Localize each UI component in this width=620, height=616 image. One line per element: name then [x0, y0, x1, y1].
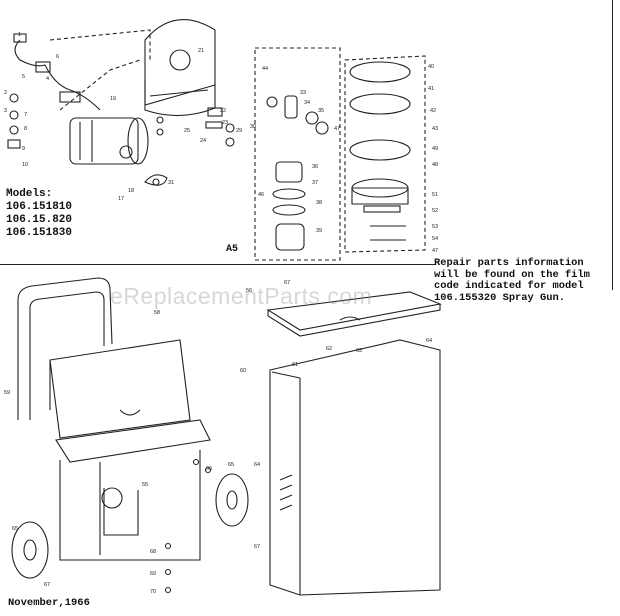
model-number: 106.151810	[6, 201, 73, 213]
repair-note-line: will be found on the film	[434, 268, 590, 281]
svg-text:62: 62	[326, 346, 332, 352]
motor	[69, 117, 149, 165]
svg-text:36: 36	[312, 164, 318, 170]
model-number: 106.151830	[6, 227, 73, 239]
svg-text:56: 56	[246, 288, 252, 294]
repair-note: Repair parts information will be found o…	[434, 257, 616, 304]
watermark: eReplacementParts.com	[110, 283, 373, 309]
svg-text:29: 29	[236, 128, 242, 134]
svg-text:67: 67	[284, 280, 290, 286]
svg-text:7: 7	[24, 112, 27, 118]
cart-tray	[49, 339, 211, 463]
svg-text:51: 51	[432, 192, 438, 198]
repair-note-line: 106.155320 Spray Gun.	[434, 291, 565, 304]
svg-text:48: 48	[432, 162, 438, 168]
svg-text:1: 1	[18, 32, 21, 38]
svg-text:47: 47	[432, 248, 438, 254]
power-cord	[14, 39, 101, 111]
svg-text:49: 49	[432, 146, 438, 152]
svg-text:6: 6	[56, 54, 59, 60]
repair-note-line: Repair parts information	[434, 257, 584, 269]
cabinet-lid	[266, 291, 442, 337]
svg-text:21: 21	[198, 48, 204, 54]
document-date: November,1966	[8, 597, 90, 609]
svg-text:66: 66	[206, 466, 212, 472]
svg-text:43: 43	[432, 126, 438, 132]
section-divider	[0, 264, 436, 265]
cylinder-stack	[266, 95, 329, 251]
svg-text:10: 10	[22, 162, 28, 168]
svg-text:67: 67	[254, 544, 260, 550]
svg-text:35: 35	[318, 108, 324, 114]
model-number: 106.15.820	[6, 214, 73, 226]
svg-text:5: 5	[22, 74, 25, 80]
svg-text:59: 59	[4, 390, 10, 396]
plug	[13, 33, 27, 43]
svg-text:23: 23	[222, 120, 228, 126]
svg-text:68: 68	[150, 549, 156, 555]
svg-text:65: 65	[12, 526, 18, 532]
svg-text:19: 19	[110, 96, 116, 102]
svg-text:65: 65	[228, 462, 234, 468]
svg-text:42: 42	[430, 108, 436, 114]
svg-text:22: 22	[220, 108, 226, 114]
svg-text:61: 61	[292, 362, 298, 368]
svg-text:40: 40	[428, 64, 434, 70]
svg-text:69: 69	[150, 571, 156, 577]
svg-text:39: 39	[316, 228, 322, 234]
svg-text:30: 30	[250, 124, 256, 130]
switch-box	[35, 61, 51, 73]
svg-text:17: 17	[118, 196, 124, 202]
svg-text:46: 46	[258, 192, 264, 198]
svg-text:53: 53	[432, 224, 438, 230]
svg-text:60: 60	[240, 368, 246, 374]
svg-text:18: 18	[128, 188, 134, 194]
svg-text:41: 41	[428, 86, 434, 92]
wheel-right	[215, 473, 249, 527]
svg-text:4: 4	[46, 76, 49, 82]
svg-text:2: 2	[4, 90, 7, 96]
svg-text:47: 47	[334, 126, 340, 132]
right-edge-line	[612, 0, 613, 290]
svg-text:37: 37	[312, 180, 318, 186]
svg-text:24: 24	[200, 138, 206, 144]
svg-text:58: 58	[154, 310, 160, 316]
svg-text:34: 34	[304, 100, 310, 106]
svg-text:63: 63	[356, 348, 362, 354]
models-heading: Models:	[6, 188, 53, 200]
wheel-left	[11, 521, 49, 579]
svg-text:55: 55	[142, 482, 148, 488]
fan-blade	[144, 174, 168, 186]
svg-text:8: 8	[24, 126, 27, 132]
svg-text:44: 44	[262, 66, 268, 72]
svg-text:31: 31	[168, 180, 174, 186]
svg-text:9: 9	[22, 146, 25, 152]
svg-text:64: 64	[254, 462, 260, 468]
svg-text:3: 3	[4, 108, 7, 114]
svg-text:54: 54	[432, 236, 438, 242]
svg-text:38: 38	[316, 200, 322, 206]
cart-handle	[17, 277, 113, 420]
disc-stack	[349, 61, 411, 241]
repair-note-line: code indicated for model	[434, 280, 584, 292]
svg-text:70: 70	[150, 589, 156, 595]
housing	[144, 19, 216, 117]
svg-text:52: 52	[432, 208, 438, 214]
figure-label: A5	[226, 244, 239, 255]
models-list: Models: 106.151810 106.15.820 106.151830	[6, 188, 72, 240]
svg-text:33: 33	[300, 90, 306, 96]
svg-text:67: 67	[44, 582, 50, 588]
svg-text:64: 64	[426, 338, 432, 344]
svg-text:25: 25	[184, 128, 190, 134]
cabinet	[269, 339, 441, 596]
